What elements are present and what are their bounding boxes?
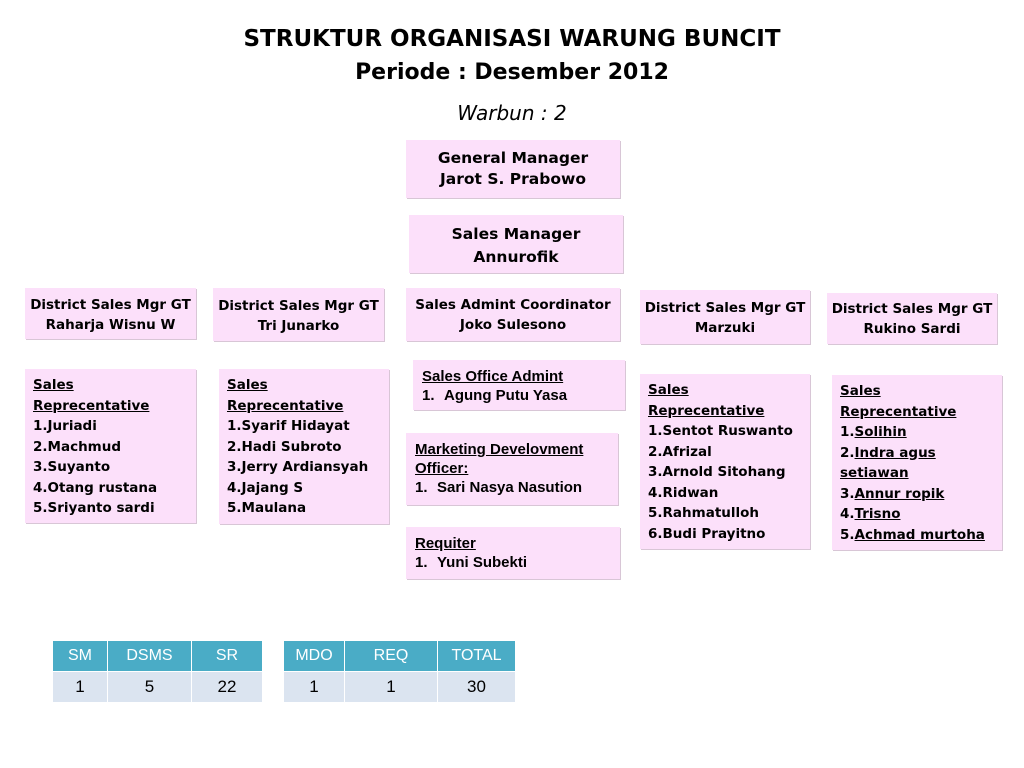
mdo-heading-line-1: Marketing Develovment bbox=[415, 441, 584, 458]
list-item: 5.Maulana bbox=[227, 500, 307, 516]
dsm3-role: District Sales Mgr GT bbox=[644, 300, 806, 316]
sales-rep-list-2: Sales Reprecentative 1.Syarif Hidayat 2.… bbox=[219, 369, 389, 524]
list-item: 4.Otang rustana bbox=[33, 479, 158, 496]
list-item-name: Indra agus bbox=[854, 444, 936, 461]
list-item: 4.Ridwan bbox=[648, 484, 719, 501]
table-header: MDO bbox=[283, 640, 345, 672]
list-heading: Sales Reprecentative bbox=[840, 383, 957, 420]
list-item: 1.Solihin bbox=[840, 422, 994, 443]
summary-table-2: MDO REQ TOTAL 1 1 30 bbox=[283, 640, 516, 703]
sales-rep-list-4: Sales Reprecentative 1.Solihin 2.Indra a… bbox=[832, 375, 1002, 550]
req-heading: Requiter bbox=[415, 535, 476, 552]
sales-rep-list-1: Sales Reprecentative 1.Juriadi 2.Machmud… bbox=[25, 369, 196, 523]
district-sales-mgr-box-2: District Sales Mgr GT Tri Junarko bbox=[213, 288, 384, 341]
office-member-num: 1. bbox=[422, 387, 435, 404]
sales-manager-box: Sales Manager Annurofik bbox=[409, 215, 623, 273]
list-item-num: 5. bbox=[840, 526, 855, 543]
dsm2-name: Tri Junarko bbox=[257, 318, 340, 334]
mdo-member-num: 1. bbox=[415, 479, 428, 496]
table-cell: 30 bbox=[437, 671, 516, 703]
list-heading: Sales Reprecentative bbox=[227, 377, 344, 414]
list-item-name: Annur ropik bbox=[854, 485, 945, 502]
sm-name: Annurofik bbox=[473, 248, 559, 266]
table-header-row: SM DSMS SR bbox=[52, 640, 263, 672]
sales-office-admin-box: Sales Office Admint 1. Agung Putu Yasa bbox=[413, 360, 625, 410]
list-item: 1.Juriadi bbox=[33, 418, 97, 434]
dsm4-role: District Sales Mgr GT bbox=[831, 301, 993, 317]
req-member-num: 1. bbox=[415, 554, 428, 571]
list-item: 6.Budi Prayitno bbox=[648, 525, 766, 542]
coord-role: Sales Admint Coordinator bbox=[415, 297, 611, 313]
list-item-num: 3. bbox=[840, 485, 855, 502]
table-row: 1 5 22 bbox=[52, 671, 263, 703]
period-subtitle: Periode : Desember 2012 bbox=[355, 60, 669, 85]
district-sales-mgr-box-1: District Sales Mgr GT Raharja Wisnu W bbox=[25, 288, 196, 339]
table-cell: 22 bbox=[191, 671, 263, 703]
gm-role: General Manager bbox=[437, 149, 589, 167]
list-item: 4.Trisno bbox=[840, 504, 994, 525]
gm-name: Jarot S. Prabowo bbox=[440, 170, 586, 188]
marketing-dev-officer-box: Marketing Develovment Officer: 1. Sari Na… bbox=[406, 433, 618, 505]
list-item-name: Solihin bbox=[854, 424, 907, 440]
list-item: setiawan bbox=[840, 463, 994, 484]
list-item: 5.Rahmatulloh bbox=[648, 505, 760, 521]
list-item: 2.Hadi Subroto bbox=[227, 438, 342, 455]
office-member-name: Agung Putu Yasa bbox=[444, 387, 568, 404]
list-item: 2.Afrizal bbox=[648, 443, 712, 460]
list-item-num: 4. bbox=[840, 506, 855, 522]
list-item: 2.Indra agus bbox=[840, 443, 994, 464]
list-item: 3.Annur ropik bbox=[840, 484, 994, 505]
table-header: REQ bbox=[344, 640, 438, 672]
list-item-num: 2. bbox=[840, 444, 855, 461]
recruiter-box: Requiter 1. Yuni Subekti bbox=[406, 527, 620, 579]
list-item: 1.Sentot Ruswanto bbox=[648, 423, 793, 439]
page-title: STRUKTUR ORGANISASI WARUNG BUNCIT bbox=[243, 26, 781, 52]
mdo-member: 1. Sari Nasya Nasution bbox=[415, 478, 609, 497]
warbun-label: Warbun : 2 bbox=[457, 101, 567, 125]
list-item: 4.Jajang S bbox=[227, 479, 304, 496]
sm-role: Sales Manager bbox=[451, 225, 581, 243]
mdo-heading-line-2: Officer: bbox=[415, 460, 469, 477]
dsm2-role: District Sales Mgr GT bbox=[218, 298, 379, 314]
list-item: 3.Arnold Sitohang bbox=[648, 464, 786, 480]
coord-name: Joko Sulesono bbox=[459, 317, 567, 333]
office-member: 1. Agung Putu Yasa bbox=[422, 386, 616, 405]
table-cell: 1 bbox=[283, 671, 345, 703]
sales-admin-coordinator-box: Sales Admint Coordinator Joko Sulesono bbox=[406, 288, 620, 341]
sales-rep-list-3: Sales Reprecentative 1.Sentot Ruswanto 2… bbox=[640, 374, 810, 549]
district-sales-mgr-box-4: District Sales Mgr GT Rukino Sardi bbox=[827, 293, 997, 344]
table-row: 1 1 30 bbox=[283, 671, 516, 703]
dsm4-name: Rukino Sardi bbox=[863, 321, 961, 337]
table-header: DSMS bbox=[107, 640, 192, 672]
dsm1-name: Raharja Wisnu W bbox=[45, 317, 176, 333]
req-member: 1. Yuni Subekti bbox=[415, 553, 611, 572]
list-item: 3.Jerry Ardiansyah bbox=[227, 459, 369, 475]
dsm1-role: District Sales Mgr GT bbox=[30, 297, 191, 313]
dsm3-name: Marzuki bbox=[694, 320, 756, 336]
district-sales-mgr-box-3: District Sales Mgr GT Marzuki bbox=[640, 290, 810, 344]
table-header: TOTAL bbox=[437, 640, 516, 672]
list-item: 3.Suyanto bbox=[33, 459, 111, 475]
req-member-name: Yuni Subekti bbox=[437, 554, 528, 571]
list-item-name: Trisno bbox=[854, 506, 901, 522]
office-heading: Sales Office Admint bbox=[422, 368, 564, 385]
list-item: 1.Syarif Hidayat bbox=[227, 418, 350, 434]
summary-table-1: SM DSMS SR 1 5 22 bbox=[52, 640, 263, 703]
list-item-name: setiawan bbox=[840, 465, 909, 481]
table-header: SM bbox=[52, 640, 108, 672]
list-item-num: 1. bbox=[840, 424, 855, 440]
table-header: SR bbox=[191, 640, 263, 672]
list-heading: Sales Reprecentative bbox=[648, 382, 765, 419]
list-item-name: Achmad murtoha bbox=[854, 526, 985, 543]
list-heading: Sales Reprecentative bbox=[33, 377, 150, 414]
table-cell: 5 bbox=[107, 671, 192, 703]
list-item: 5.Achmad murtoha bbox=[840, 525, 994, 546]
list-item: 5.Sriyanto sardi bbox=[33, 500, 155, 516]
general-manager-box: General Manager Jarot S. Prabowo bbox=[406, 140, 620, 198]
mdo-member-name: Sari Nasya Nasution bbox=[437, 479, 583, 496]
table-cell: 1 bbox=[344, 671, 438, 703]
table-cell: 1 bbox=[52, 671, 108, 703]
list-item: 2.Machmud bbox=[33, 438, 122, 455]
table-header-row: MDO REQ TOTAL bbox=[283, 640, 516, 672]
